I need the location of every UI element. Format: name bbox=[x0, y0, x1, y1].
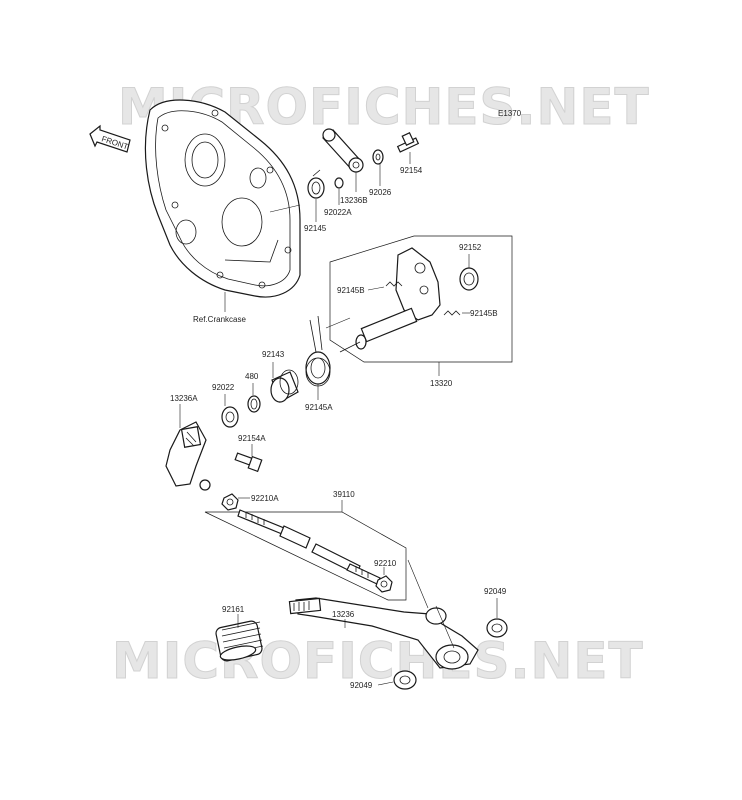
callout-92210a: 92210A bbox=[251, 494, 279, 503]
washer-92049-lower bbox=[393, 670, 417, 690]
callout-92145a: 92145A bbox=[305, 403, 333, 412]
callout-39110: 39110 bbox=[333, 490, 355, 499]
callout-92022: 92022 bbox=[212, 383, 235, 392]
nut-92210 bbox=[375, 575, 393, 593]
callout-92152: 92152 bbox=[459, 243, 482, 252]
box-39110 bbox=[204, 511, 407, 601]
washer-92026 bbox=[372, 149, 384, 165]
return-spring-92145a bbox=[305, 315, 331, 387]
nut-92210a bbox=[221, 493, 239, 511]
crankcase-cover bbox=[144, 99, 301, 298]
bolt-92154 bbox=[396, 131, 420, 153]
tie-rod-39110 bbox=[237, 509, 381, 585]
callout-13236a: 13236A bbox=[170, 394, 198, 403]
callout-92026: 92026 bbox=[369, 188, 392, 197]
watermark-bottom: MICROFICHES.NET bbox=[112, 632, 644, 690]
callout-92049-lower: 92049 bbox=[350, 681, 373, 690]
callout-92143: 92143 bbox=[262, 350, 285, 359]
callout-92154: 92154 bbox=[400, 166, 423, 175]
collar-92143 bbox=[270, 369, 299, 403]
callout-92049-upper: 92049 bbox=[484, 587, 507, 596]
box-13320 bbox=[329, 235, 513, 363]
washer-92049-upper bbox=[486, 618, 508, 638]
callout-92022a: 92022A bbox=[324, 208, 352, 217]
callout-92154a: 92154A bbox=[238, 434, 266, 443]
callout-92145: 92145 bbox=[304, 224, 327, 233]
callout-13236: 13236 bbox=[332, 610, 355, 619]
washer-92022 bbox=[221, 406, 239, 428]
shift-shaft-13320 bbox=[339, 247, 441, 353]
callout-480: 480 bbox=[245, 372, 259, 381]
circlip-480 bbox=[247, 395, 261, 413]
callout-13320: 13320 bbox=[430, 379, 453, 388]
oil-seal-92152 bbox=[459, 267, 479, 291]
callout-92145b-upper: 92145B bbox=[337, 286, 365, 295]
spring-92145b-upper bbox=[385, 281, 403, 287]
washer-92022a bbox=[334, 177, 344, 189]
callout-92145b-lower: 92145B bbox=[470, 309, 498, 318]
bolt-92154a bbox=[234, 452, 263, 473]
diagram-code: E1370 bbox=[498, 109, 522, 118]
spring-92145 bbox=[307, 169, 325, 199]
ref-crankcase-label: Ref.Crankcase bbox=[193, 315, 246, 324]
callout-13236b: 13236B bbox=[340, 196, 368, 205]
rubber-92161 bbox=[215, 620, 264, 662]
shift-arm-13236b bbox=[322, 128, 364, 173]
callout-92161: 92161 bbox=[222, 605, 245, 614]
spring-92145b-lower bbox=[443, 310, 461, 316]
shift-arm-13236a bbox=[165, 421, 211, 491]
shift-pedal-13236 bbox=[288, 597, 479, 670]
callout-92210: 92210 bbox=[374, 559, 397, 568]
